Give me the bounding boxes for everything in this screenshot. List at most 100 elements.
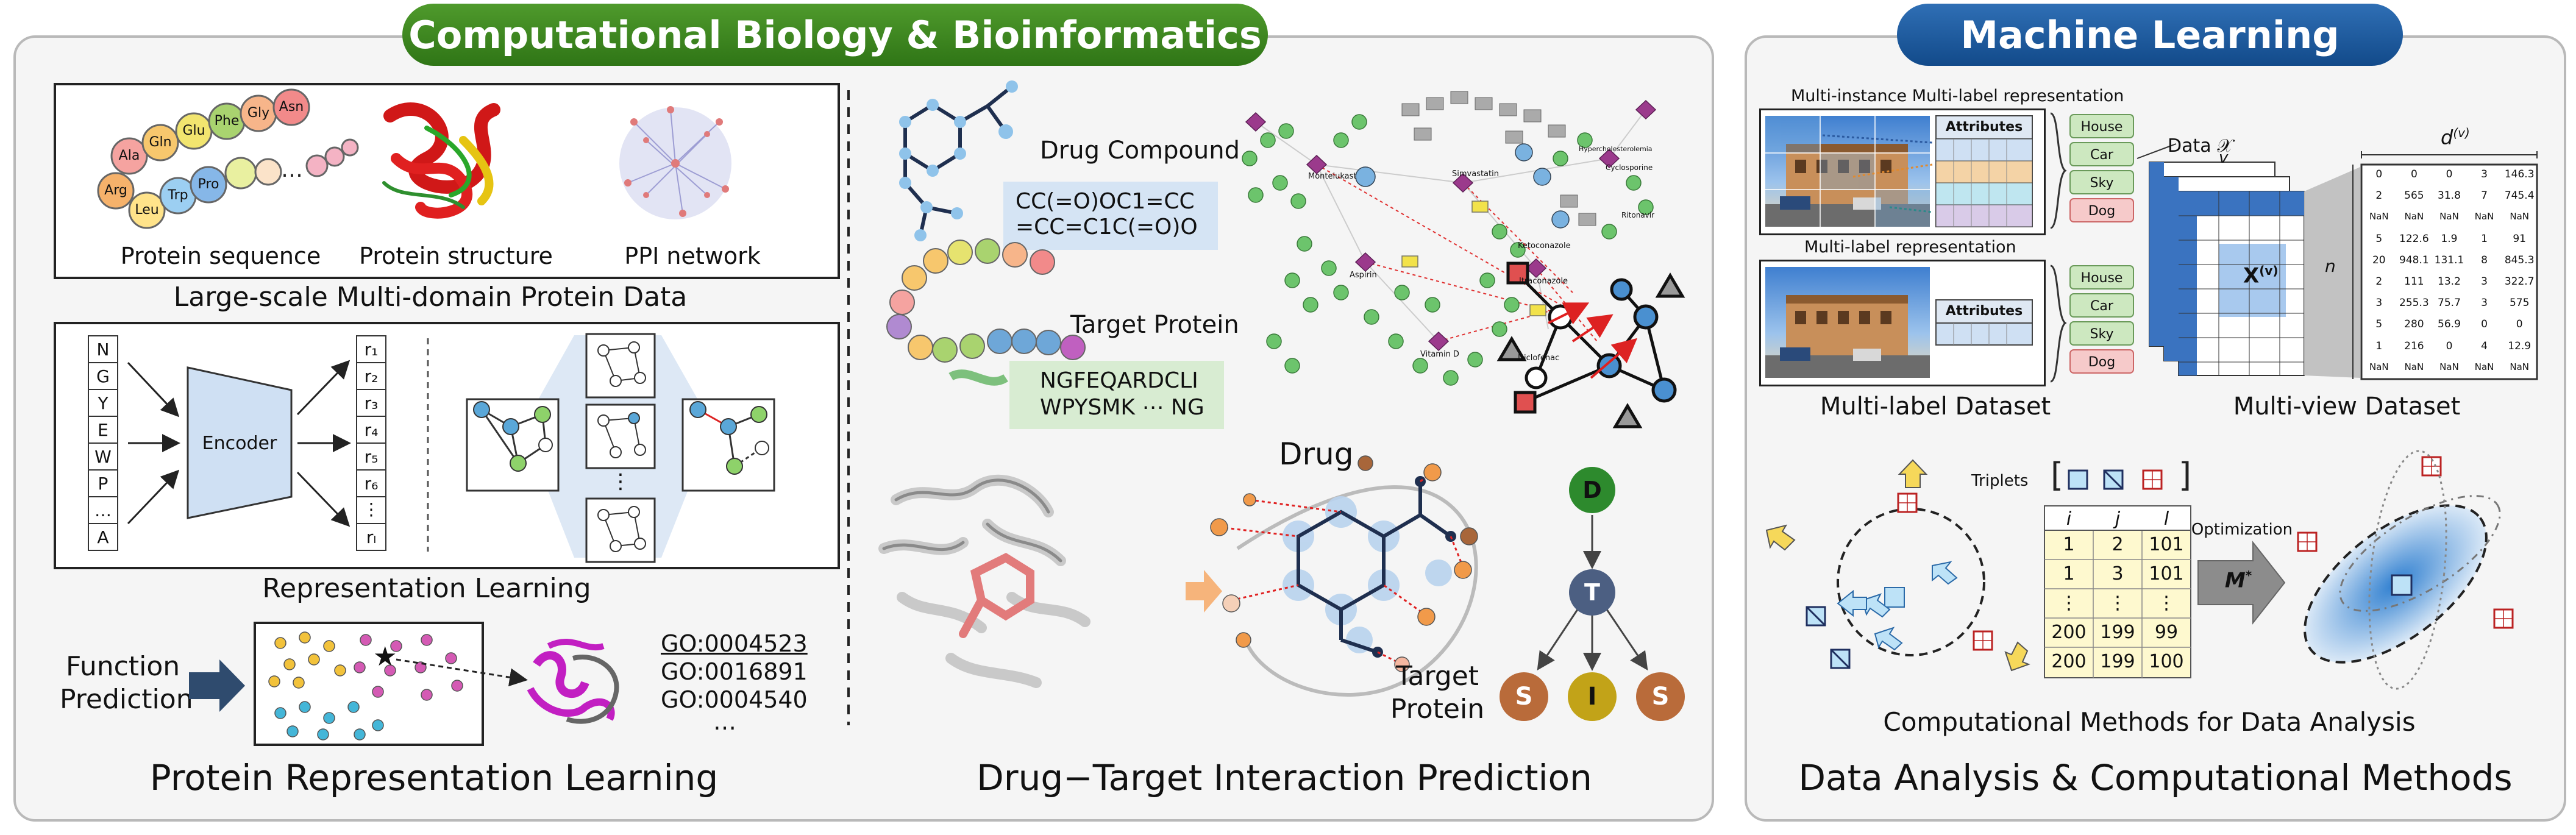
multiview-dataset-label: Multi-view Dataset xyxy=(2233,393,2461,421)
label-car-2: Car xyxy=(2090,299,2113,314)
output-dots: ⋮ xyxy=(363,499,380,519)
target-label-line1: Target xyxy=(1395,661,1479,692)
tree-label-i: I xyxy=(1587,683,1597,711)
network-label-0: Montelukast xyxy=(1308,172,1357,181)
triplet-cell: 101 xyxy=(2149,534,2184,555)
multiview-cell: NaN xyxy=(2404,361,2424,372)
multiview-cell: NaN xyxy=(2369,211,2389,222)
triplet-cell: 199 xyxy=(2100,651,2135,672)
optimization-label: Optimization xyxy=(2191,521,2293,539)
triplet-cell: 200 xyxy=(2051,622,2087,643)
network-label-1: Simvastatin xyxy=(1452,169,1499,179)
x-label: X(v) xyxy=(2243,263,2279,288)
multiview-cell: NaN xyxy=(2439,211,2459,222)
go-term-1: GO:0016891 xyxy=(661,658,808,685)
tree-label-s-right: S xyxy=(1651,683,1670,711)
triplet-cell: 2 xyxy=(2112,534,2124,555)
multiview-cell: 745.4 xyxy=(2504,190,2535,202)
multiview-cell: 56.9 xyxy=(2438,318,2461,331)
network-label-4: Itraconazole xyxy=(1519,277,1568,286)
multiview-cell: 565 xyxy=(2404,190,2424,202)
triplet-cell: 99 xyxy=(2154,622,2179,643)
triplet-cell: 100 xyxy=(2149,651,2184,672)
seq-letter-5: P xyxy=(98,474,109,494)
m-star-label: M* xyxy=(2225,568,2252,592)
representation-caption: Representation Learning xyxy=(262,573,591,604)
multiview-cell: 3 xyxy=(2481,168,2488,180)
triplet-cell: ⋮ xyxy=(2060,592,2078,614)
network-label-6: Aspirin xyxy=(1350,271,1377,280)
protein-section-title: Protein Representation Learning xyxy=(149,757,719,798)
aa-label-gly: Gly xyxy=(247,105,270,121)
v-label: v xyxy=(2219,149,2229,167)
multiview-cell: NaN xyxy=(2439,361,2459,372)
m-label-sup: * xyxy=(2245,568,2252,583)
output-r1: r₁ xyxy=(364,339,379,360)
label-dog-2: Dog xyxy=(2088,355,2116,370)
tree-label-d: D xyxy=(1582,477,1602,503)
triplet-header-cell: l xyxy=(2163,508,2169,530)
output-r4: r₄ xyxy=(364,420,379,440)
multiview-cell: 575 xyxy=(2509,297,2530,310)
multiview-cell: NaN xyxy=(2474,211,2494,222)
go-term-2: GO:0004540 xyxy=(661,686,808,713)
dti-section-title: Drug−Target Interaction Prediction xyxy=(977,757,1592,798)
triplet-cell: 1 xyxy=(2063,534,2075,555)
network-label-3: Ketoconazole xyxy=(1518,241,1571,250)
multiview-cell: 4 xyxy=(2481,339,2488,352)
multiview-cell: 2 xyxy=(2375,275,2383,288)
network-label-7: Vitamin D xyxy=(1420,350,1459,359)
ml-header: Machine Learning xyxy=(1897,4,2403,66)
multiview-cell: 1 xyxy=(2481,232,2488,245)
ml-rep-title: Multi-label representation xyxy=(1804,238,2016,257)
seq-letter-3: E xyxy=(98,420,109,440)
multiview-cell: 8 xyxy=(2481,254,2488,266)
smiles-line2: =CC=C1C(=O)O xyxy=(1016,215,1198,240)
drug-label: Drug xyxy=(1279,436,1354,472)
multiview-cell: 5 xyxy=(2375,318,2383,331)
attributes-header-2: Attributes xyxy=(1945,304,2023,319)
ml-rep-box xyxy=(1759,260,2046,386)
seq-letter-7: A xyxy=(97,527,109,547)
multiview-cell: 0 xyxy=(2446,339,2453,352)
network-label-2: Hypercholesterolemia xyxy=(1579,145,1653,153)
triplet-cell: 3 xyxy=(2112,563,2124,584)
seq-letter-2: Y xyxy=(98,393,109,413)
x-label-sup: (v) xyxy=(2259,263,2279,278)
output-r2: r₂ xyxy=(364,366,379,386)
multiview-cell: NaN xyxy=(2510,361,2529,372)
multiview-cell: 13.2 xyxy=(2438,275,2461,288)
output-r5: r₅ xyxy=(364,447,379,467)
triplet-header-cell: j xyxy=(2115,508,2121,530)
protein-data-caption: Large-scale Multi-domain Protein Data xyxy=(173,282,688,313)
network-label-5: Diclofenac xyxy=(1518,354,1560,363)
network-label-8: Cyclosporine xyxy=(1606,163,1653,172)
label-car-1: Car xyxy=(2090,147,2113,163)
protein-sequence-label: Protein sequence xyxy=(120,243,321,269)
multiview-cell: 322.7 xyxy=(2504,275,2535,288)
graph-view-dots: ⋮ xyxy=(610,469,631,494)
data-x-label: Data 𝒳 xyxy=(2168,135,2233,157)
protein-structure-label: Protein structure xyxy=(359,243,553,269)
label-sky-1: Sky xyxy=(2090,176,2114,191)
seq-letter-4: W xyxy=(94,447,112,467)
multiview-cell: 1 xyxy=(2375,339,2383,352)
multiview-cell: NaN xyxy=(2510,211,2529,222)
multiview-cell: 2 xyxy=(2375,190,2383,202)
protein-seq-line1: NGFEQARDCLI xyxy=(1040,368,1198,393)
triplet-cell: 1 xyxy=(2063,563,2075,584)
multiview-cell: 111 xyxy=(2404,275,2424,288)
protein-seq-line2: WPYSMK ⋯ NG xyxy=(1040,395,1204,420)
seq-letter-0: N xyxy=(96,339,110,360)
multiview-cell: 146.3 xyxy=(2504,168,2535,180)
multiview-cell: 0 xyxy=(2446,168,2453,180)
multiview-cell: NaN xyxy=(2369,361,2389,372)
drug-compound-label: Drug Compound xyxy=(1040,137,1240,165)
d-label-sup: (v) xyxy=(2453,126,2470,140)
output-r6: r₆ xyxy=(364,474,379,494)
multiview-cell: 3 xyxy=(2481,297,2488,310)
multiview-cell: 216 xyxy=(2404,339,2424,352)
ml-section-title: Data Analysis & Computational Methods xyxy=(1798,757,2513,798)
